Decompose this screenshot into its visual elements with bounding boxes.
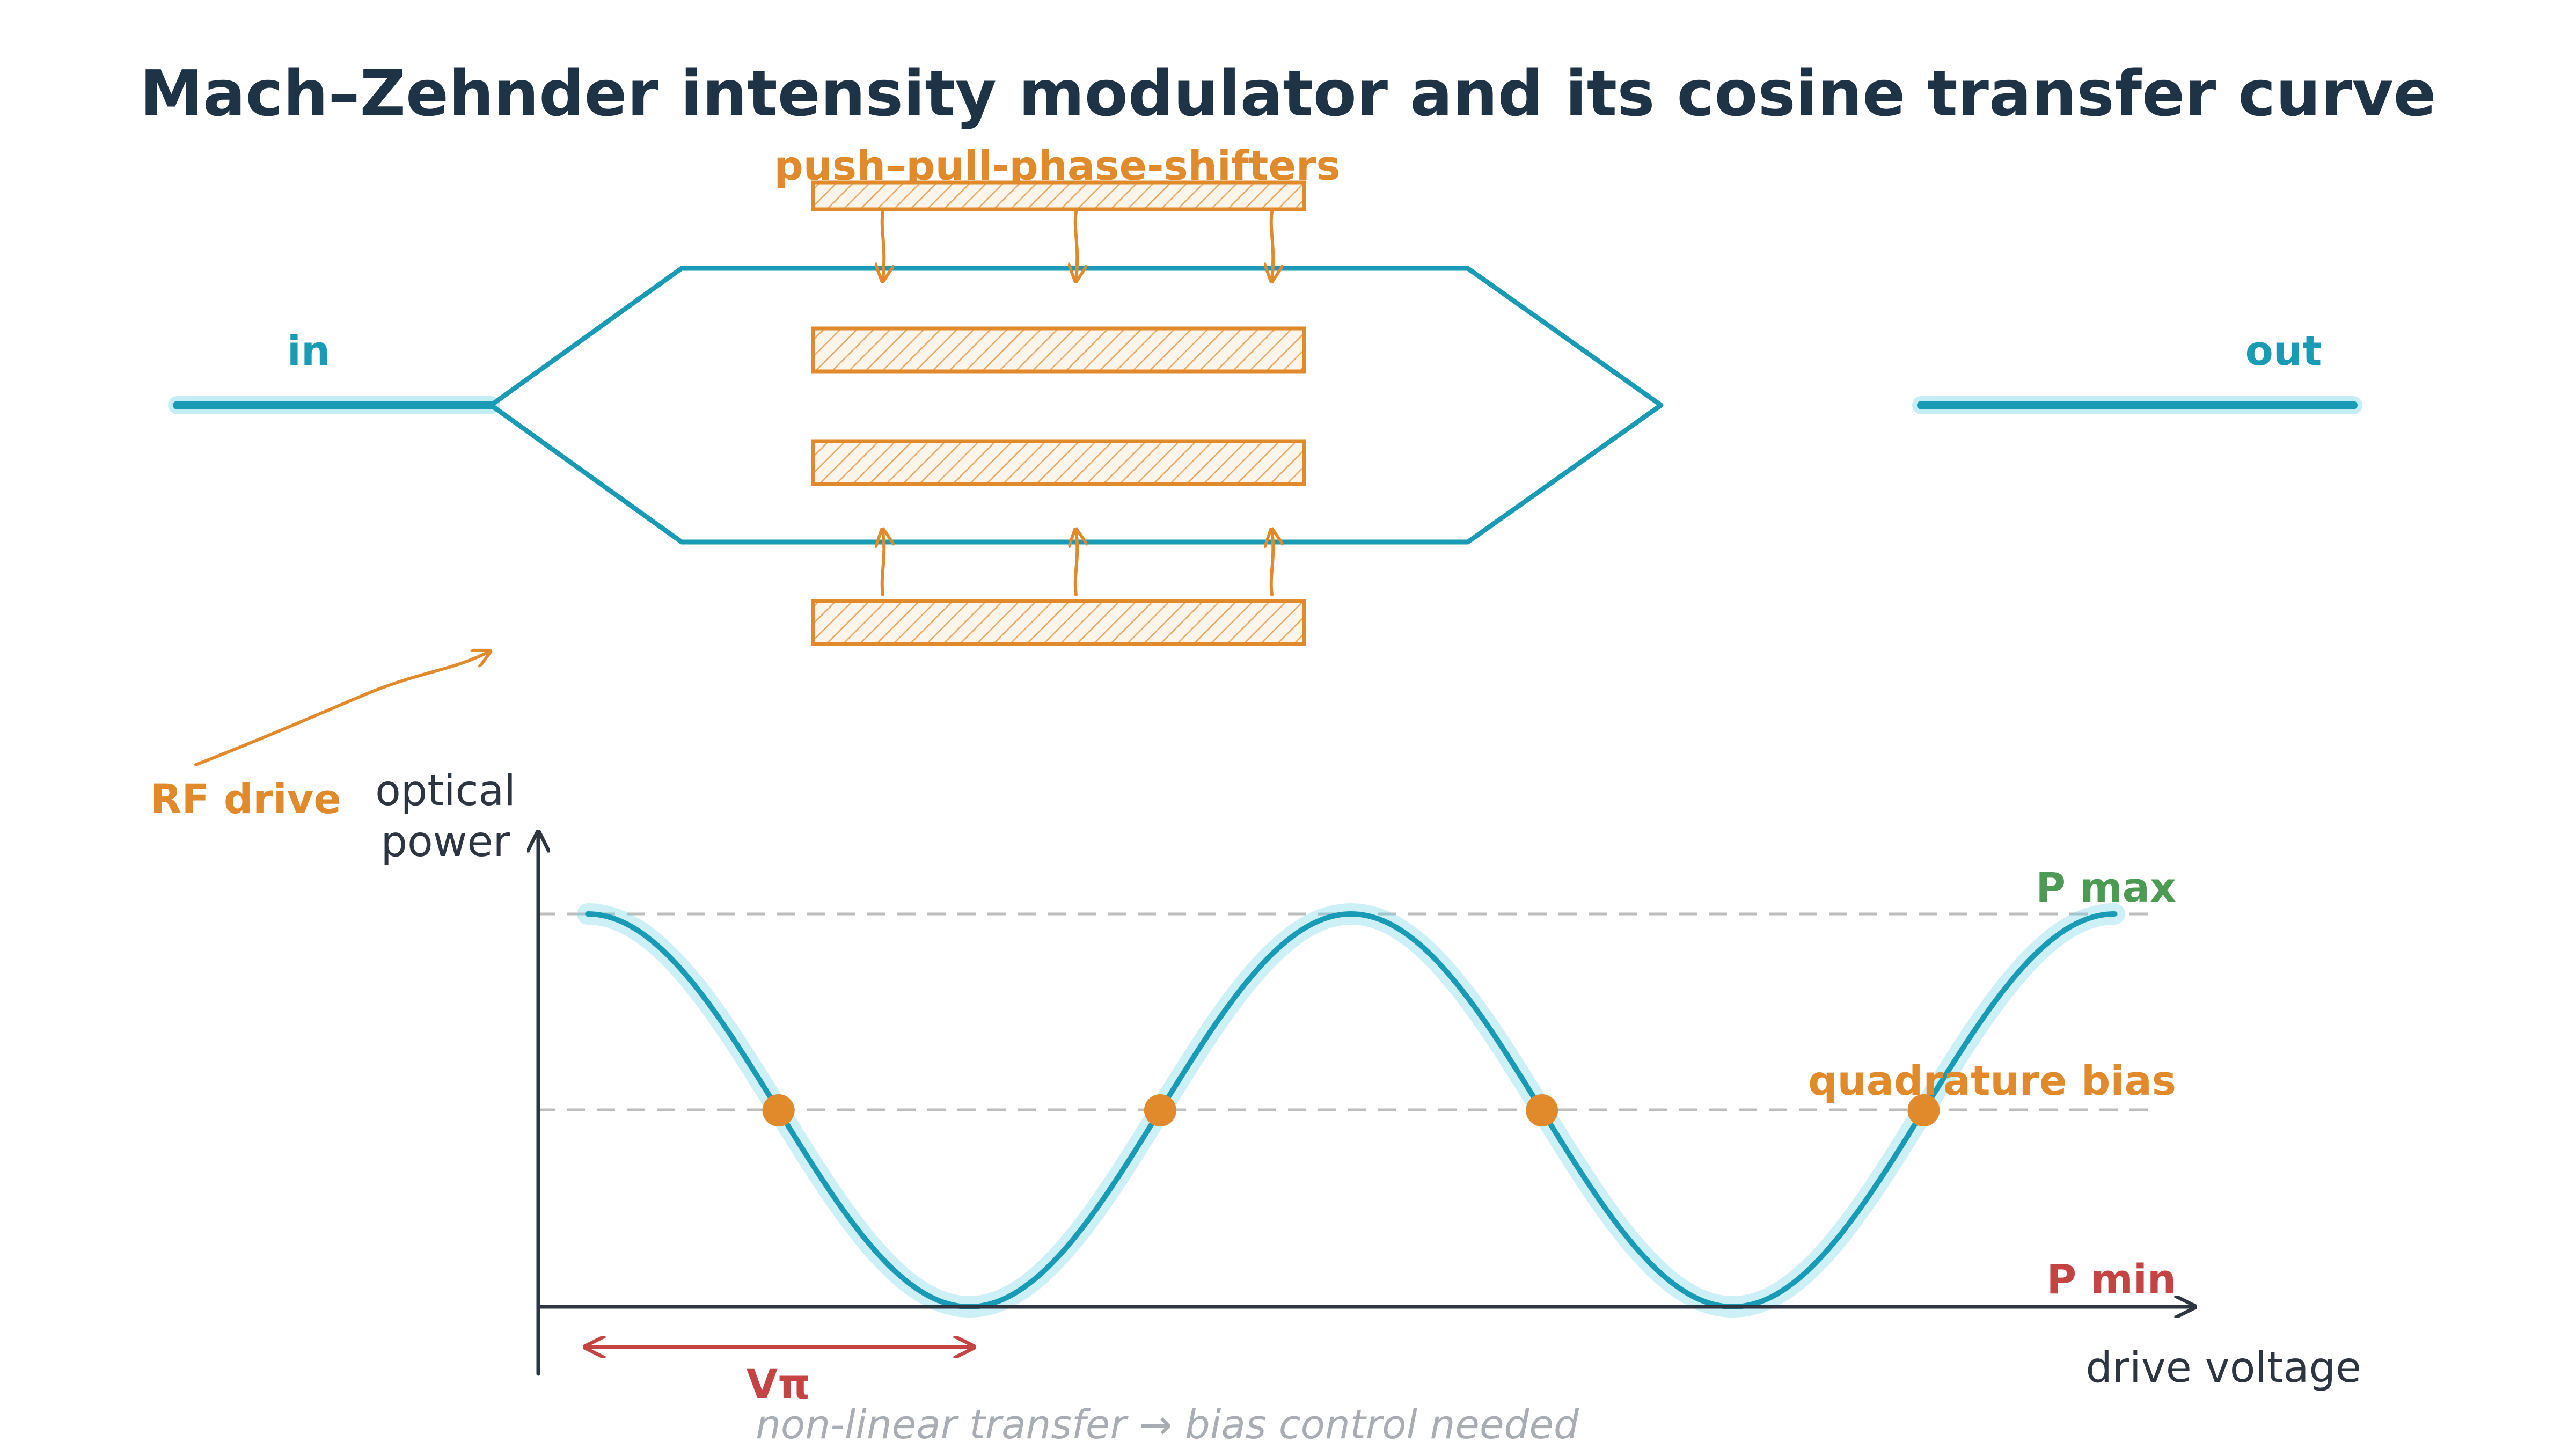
quadrature-bias-label: quadrature bias	[1808, 1057, 2176, 1104]
quadrature-point	[1144, 1094, 1176, 1126]
quadrature-point	[762, 1094, 795, 1126]
vpi-label: Vπ	[747, 1360, 810, 1408]
input-label: in	[287, 327, 330, 375]
field-arrow	[882, 210, 884, 279]
inner-electrode-upper	[811, 326, 1306, 374]
modulator: push–pull-phase-shifters in out RF drive	[150, 142, 2362, 823]
y-axis-label: optical	[375, 767, 516, 815]
inner-electrode-lower	[811, 439, 1306, 486]
field-arrow	[1075, 210, 1078, 279]
rf-drive-arrow	[194, 652, 488, 766]
transfer-curve	[585, 911, 2117, 1310]
quadrature-point	[1526, 1094, 1558, 1126]
field-arrow	[882, 531, 884, 596]
field-arrow	[1271, 531, 1274, 596]
pmax-label: P max	[2036, 863, 2176, 911]
pmin-label: P min	[2046, 1255, 2176, 1303]
x-axis-label: drive voltage	[2085, 1344, 2361, 1392]
page-title: Mach–Zehnder intensity modulator and its…	[140, 56, 2436, 130]
quadrature-point	[1907, 1094, 1940, 1126]
transfer-curve-plot: Vπ optical power P max quadrature bias P…	[375, 767, 2361, 1448]
y-axis-label-line2: power	[380, 818, 510, 866]
field-arrow	[1075, 531, 1078, 596]
rf-drive-label: RF drive	[150, 775, 341, 823]
quadrature-points	[762, 1094, 1940, 1126]
bottom-electrode	[811, 599, 1306, 646]
output-label: out	[2245, 327, 2322, 375]
field-arrow	[1271, 210, 1274, 279]
footnote: non-linear transfer → bias control neede…	[756, 1402, 1579, 1448]
top-electrode	[811, 180, 1306, 211]
